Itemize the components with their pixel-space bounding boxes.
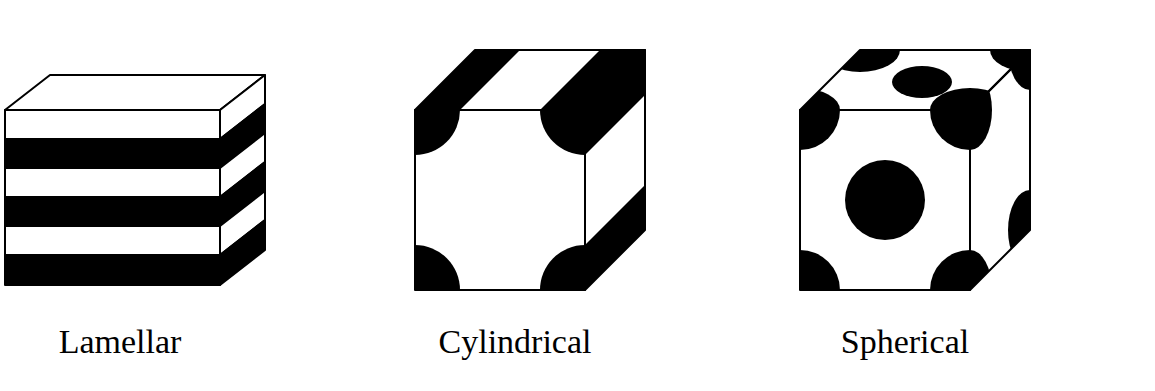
cube-edge bbox=[970, 50, 1030, 290]
morphology-label-holder: Spherical bbox=[841, 322, 969, 363]
sphere-section bbox=[800, 250, 840, 290]
white-layer bbox=[5, 168, 220, 197]
cylinder-section bbox=[415, 245, 460, 290]
morphology-label: Cylindrical bbox=[439, 322, 592, 363]
sphere-section bbox=[800, 110, 840, 150]
cylinder-band bbox=[585, 50, 645, 155]
cylinder-section bbox=[540, 110, 585, 155]
sphere-section bbox=[845, 160, 925, 240]
cylinder-band bbox=[415, 50, 520, 110]
black-layer bbox=[5, 197, 220, 226]
black-layer bbox=[5, 139, 220, 168]
cube-edge bbox=[800, 50, 1030, 110]
lamellar-cube bbox=[5, 75, 265, 285]
morphology-label-holder: Cylindrical bbox=[439, 322, 592, 363]
white-layer bbox=[5, 226, 220, 255]
cylindrical-cube bbox=[370, 50, 645, 335]
cylinder-section bbox=[540, 245, 585, 290]
cube-edge bbox=[415, 110, 585, 290]
white-layer bbox=[5, 110, 220, 139]
cube-edge bbox=[800, 110, 970, 290]
cylinder-band bbox=[585, 185, 645, 290]
sphere-section bbox=[892, 66, 952, 98]
morphology-label: Spherical bbox=[841, 322, 969, 363]
black-layer-side bbox=[220, 220, 265, 285]
cube-edge bbox=[585, 50, 645, 290]
cube-edge bbox=[415, 50, 645, 110]
cylinder-section bbox=[415, 110, 460, 155]
sphere-section bbox=[930, 110, 970, 150]
cube-side-face bbox=[585, 50, 645, 290]
morphology-label-holder: Lamellar bbox=[59, 322, 182, 363]
black-layer bbox=[5, 255, 220, 285]
morphology-label: Lamellar bbox=[59, 322, 182, 363]
sphere-section bbox=[930, 250, 970, 290]
spherical-cube bbox=[760, 10, 1070, 330]
